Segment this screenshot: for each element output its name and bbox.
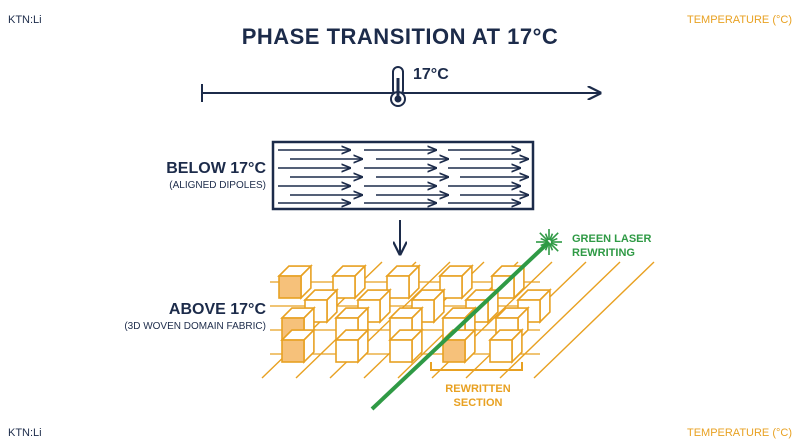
top-right-label: TEMPERATURE (°C) <box>686 14 792 26</box>
fabric-cube <box>488 328 524 364</box>
above-label-group: ABOVE 17°C (3D WOVEN DOMAIN FABRIC) <box>124 301 266 332</box>
page-title: PHASE TRANSITION AT 17°C <box>241 24 559 49</box>
rewritten-label: REWRITTEN SECTION <box>418 382 538 410</box>
fabric-cube <box>516 288 552 324</box>
fabric-cube <box>331 264 367 300</box>
laser-burst-icon <box>536 229 562 255</box>
bottom-right-label: TEMPERATURE (°C) <box>686 427 792 439</box>
fabric-cube <box>385 264 421 300</box>
fabric-cube <box>277 264 313 300</box>
fabric-cube <box>280 328 316 364</box>
laser-label-line1: GREEN LASER <box>572 233 652 245</box>
fabric-cube <box>388 328 424 364</box>
thermometer-icon <box>390 66 406 107</box>
above-label: ABOVE 17°C <box>168 301 266 318</box>
dipole-arrows <box>278 150 528 203</box>
laser-label-line2: REWRITING <box>572 247 635 259</box>
fabric-cube <box>334 328 370 364</box>
below-label-group: BELOW 17°C (ALIGNED DIPOLES) <box>166 160 266 191</box>
laser-label: GREEN LASER REWRITING <box>572 232 651 260</box>
weave-strand <box>533 261 655 379</box>
top-left-label: KTN:Li <box>8 14 42 26</box>
rewritten-label-line1: REWRITTEN <box>445 383 511 395</box>
bottom-left-label: KTN:Li <box>8 427 42 439</box>
fabric-cube <box>410 288 446 324</box>
above-sublabel: (3D WOVEN DOMAIN FABRIC) <box>124 321 266 332</box>
axis-marker-label: 17°C <box>413 66 449 83</box>
fabric-cube <box>438 264 474 300</box>
weave-strand <box>499 261 621 379</box>
below-sublabel: (ALIGNED DIPOLES) <box>169 180 266 191</box>
rewritten-label-line2: SECTION <box>453 397 503 409</box>
green-laser <box>370 229 562 411</box>
below-label: BELOW 17°C <box>166 160 266 177</box>
woven-domain-fabric <box>261 261 655 379</box>
rewritten-bracket <box>430 362 523 371</box>
aligned-dipoles-box <box>271 140 535 211</box>
